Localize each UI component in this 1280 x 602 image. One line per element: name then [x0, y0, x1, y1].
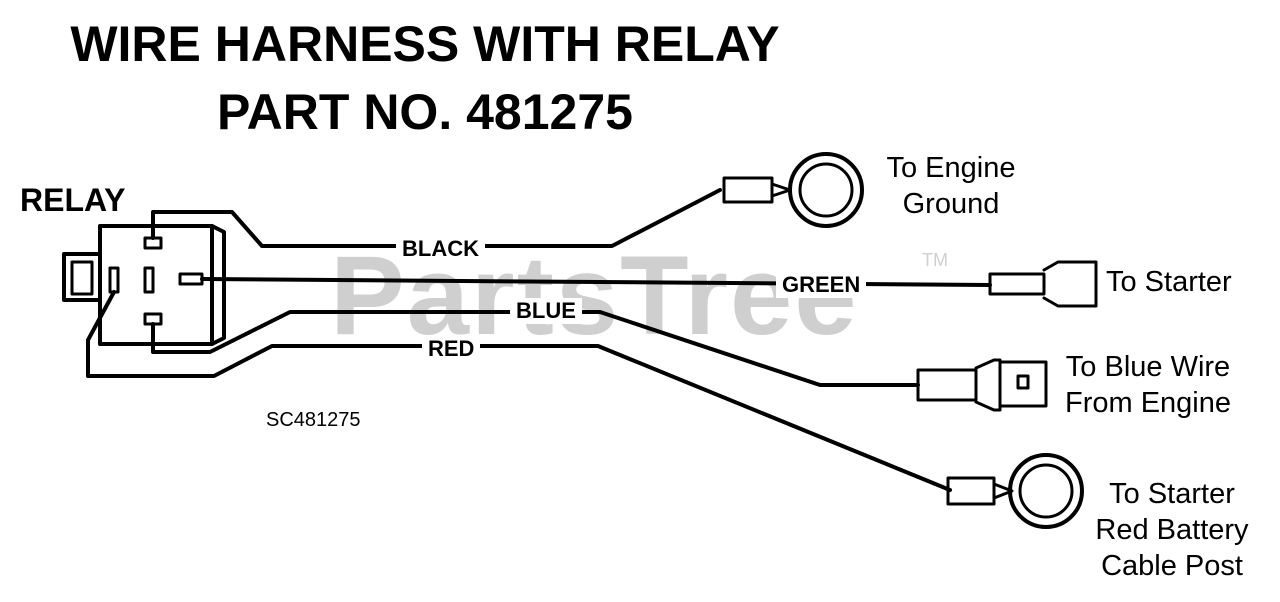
- battery-ring-terminal: [946, 453, 1084, 529]
- relay-label: RELAY: [20, 182, 126, 218]
- battery-label: To Starter Red Battery Cable Post: [1084, 476, 1260, 584]
- relay-body: [62, 224, 226, 346]
- green-wire: [200, 277, 992, 287]
- trademark-mark: TM: [922, 250, 948, 270]
- blue-wire-target-label: To Blue Wire From Engine: [1050, 349, 1246, 421]
- engine-ground-label-line2: Ground: [902, 188, 1000, 220]
- blue-wire-label-line2: From Engine: [1064, 387, 1231, 419]
- black-wire: [151, 188, 722, 248]
- blue-wire-label-line1: To Blue Wire: [1065, 351, 1231, 383]
- red-wire-label: RED: [422, 336, 481, 362]
- starter-label: To Starter: [1106, 266, 1232, 298]
- green-wire-label: GREEN: [776, 272, 867, 298]
- engine-ground-label: To Engine Ground: [876, 150, 1026, 222]
- blue-wire: [151, 310, 920, 387]
- black-wire-label: BLACK: [396, 236, 485, 262]
- battery-label-line1: To Starter: [1109, 478, 1235, 510]
- page-title-line2: PART NO. 481275: [217, 84, 633, 140]
- battery-label-line2: Red Battery: [1095, 514, 1249, 546]
- engine-ground-terminal: [722, 152, 864, 228]
- blue-wire-label: BLUE: [510, 298, 582, 324]
- red-wire: [86, 290, 952, 492]
- engine-ground-label-line1: To Engine: [886, 152, 1016, 184]
- diagram-code: SC481275: [266, 409, 361, 431]
- page-title-line1: WIRE HARNESS WITH RELAY: [70, 16, 780, 72]
- starter-terminal: [988, 260, 1098, 308]
- blue-wire-connector: [916, 358, 1048, 412]
- battery-label-line3: Cable Post: [1101, 550, 1243, 582]
